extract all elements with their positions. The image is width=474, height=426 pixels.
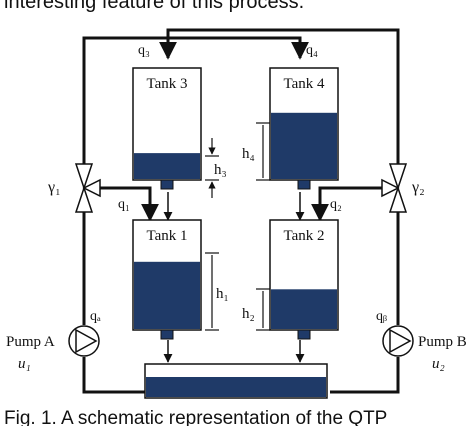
tank1-outlet (160, 329, 174, 340)
tanks (132, 67, 339, 340)
reservoir-water (146, 377, 326, 397)
thin-flows (163, 192, 305, 363)
tank1-water (134, 261, 200, 329)
tank2-water (271, 289, 337, 329)
tank4-outlet (297, 179, 311, 190)
q4-label: q₄ (306, 43, 318, 58)
h2-label: h₂ (242, 306, 255, 322)
pump-b (382, 325, 414, 357)
h3-label: h₃ (214, 162, 227, 178)
tank3-water (134, 153, 200, 179)
pump-b-label: Pump B (418, 334, 467, 350)
tank2-label: Tank 2 (283, 228, 324, 244)
gamma2-label: γ₂ (411, 179, 425, 196)
tank4-water (271, 112, 337, 179)
pipe-pumpB-reservoir (330, 357, 400, 394)
header-text: interesting feature of this process. (4, 0, 304, 13)
q2-label: q₂ (330, 197, 342, 212)
qb-label: qᵦ (376, 309, 387, 324)
pipes (82, 28, 400, 394)
tank2-outlet (297, 329, 311, 340)
q1-label: q₁ (118, 197, 130, 212)
tank4-label: Tank 4 (283, 76, 325, 92)
valve-gamma1 (74, 163, 101, 213)
pipe-to-tank3 (159, 28, 400, 170)
u1-label: u₁ (18, 356, 31, 372)
u2-label: u₂ (432, 356, 445, 372)
figure-caption: Fig. 1. A schematic representation of th… (4, 408, 387, 426)
q3-label: q₃ (138, 43, 150, 58)
gamma1-label: γ₁ (47, 179, 61, 196)
tank1-label: Tank 1 (146, 228, 187, 244)
tank3-label: Tank 3 (146, 76, 187, 92)
pipe-q1 (100, 186, 159, 222)
tank3-outlet (160, 179, 174, 190)
pipe-pumpA-reservoir (82, 357, 145, 394)
qa-label: qₐ (90, 309, 101, 324)
pump-a-label: Pump A (6, 334, 55, 350)
pump-a (68, 325, 100, 357)
valve-gamma2 (381, 163, 408, 213)
pipe-q2 (311, 186, 382, 222)
level-markers (205, 122, 270, 331)
h1-label: h₁ (216, 286, 229, 302)
pipe-to-tank4 (82, 36, 309, 170)
h4-label: h₄ (242, 146, 255, 162)
